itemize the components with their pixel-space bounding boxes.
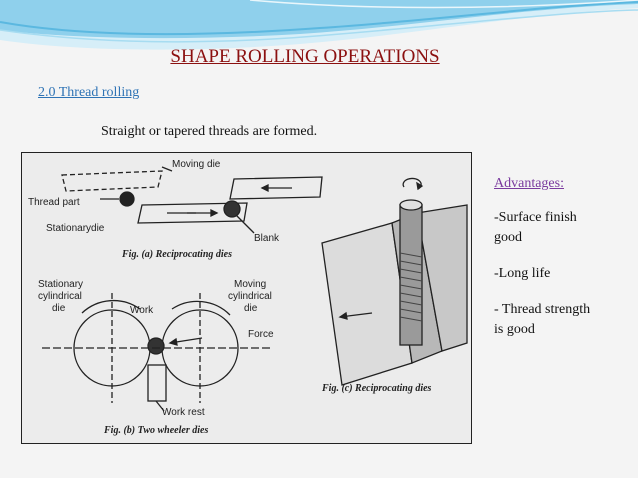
label-force: Force <box>248 329 274 340</box>
advantage-line: is good <box>494 322 535 337</box>
advantage-line: - Thread strength <box>494 302 591 317</box>
label-moving-cylindrical: cylindrical <box>228 291 272 302</box>
slide-title: SHAPE ROLLING OPERATIONS <box>170 46 440 67</box>
label-blank: Blank <box>254 233 280 244</box>
advantage-item: -Long life <box>494 264 634 284</box>
label-work: Work <box>130 305 154 316</box>
thread-rolling-diagram: Moving die Thread part Stationarydie Bla… <box>28 159 468 436</box>
label-work-rest: Work rest <box>162 407 205 418</box>
advantage-item: -Surface finish good <box>494 208 634 248</box>
advantage-line: good <box>494 230 522 245</box>
label-moving: Moving <box>234 279 266 290</box>
caption-fig-a: Fig. (a) Reciprocating dies <box>121 249 232 260</box>
label-thread-part: Thread part <box>28 197 80 208</box>
label-moving-die-word: die <box>244 303 258 314</box>
caption-fig-b: Fig. (b) Two wheeler dies <box>103 425 208 436</box>
advantage-line: -Long life <box>494 266 551 281</box>
body-text: Straight or tapered threads are formed. <box>101 124 318 139</box>
label-stationary-die-word: die <box>52 303 66 314</box>
two-wheeler-dies-diagram <box>42 293 272 412</box>
section-subtitle: 2.0 Thread rolling <box>38 85 140 100</box>
reciprocating-dies-diagram <box>61 166 323 234</box>
label-stationary: Stationary <box>38 279 83 290</box>
label-moving-die-a: Moving die <box>172 159 221 170</box>
advantages-heading: Advantages: <box>494 176 564 191</box>
advantage-line: -Surface finish <box>494 210 577 225</box>
reciprocating-dies-perspective-diagram <box>321 177 468 386</box>
label-stationary-cylindrical: cylindrical <box>38 291 82 302</box>
label-stationary-die: Stationarydie <box>46 223 105 234</box>
caption-fig-c: Fig. (c) Reciprocating dies <box>321 383 432 394</box>
thread-rolling-figure: Moving die Thread part Stationarydie Bla… <box>21 152 472 444</box>
advantages-panel: Advantages: -Surface finish good -Long l… <box>494 176 634 356</box>
header-swoosh-decoration <box>0 0 638 50</box>
advantage-item: - Thread strength is good <box>494 300 634 340</box>
